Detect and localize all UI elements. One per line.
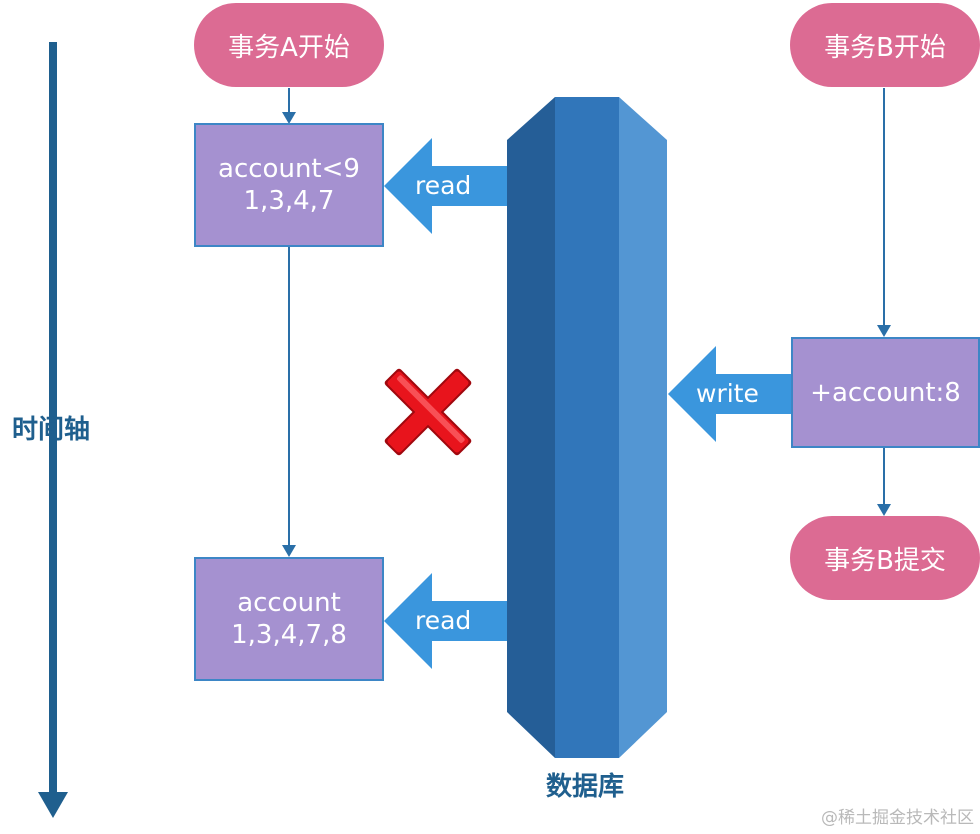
query-box-1-condition: account<9 [218, 154, 360, 184]
timeline-label: 时间轴 [12, 415, 91, 445]
read-arrow-2 [384, 573, 507, 669]
read-label-1: read [415, 171, 472, 200]
database-label: 数据库 [546, 772, 625, 802]
query-box-2-condition: account [237, 588, 341, 618]
query-box-2-result: 1,3,4,7,8 [231, 620, 347, 650]
query-box-1: account<9 1,3,4,7 [194, 123, 384, 247]
connector-a-query1-to-query2 [282, 247, 296, 557]
write-label: write [696, 379, 759, 408]
database-column [507, 97, 667, 758]
connector-b-insert-to-commit [877, 448, 891, 516]
watermark: @稀土掘金技术社区 [821, 808, 974, 828]
transaction-b-start: 事务B开始 [790, 3, 980, 87]
connector-b-start-to-insert [877, 88, 891, 337]
transaction-a-start: 事务A开始 [194, 3, 384, 87]
insert-box: +account:8 [791, 337, 980, 448]
read-label-2: read [415, 606, 472, 635]
write-arrow [668, 346, 791, 442]
cross-icon [384, 368, 472, 456]
query-box-1-result: 1,3,4,7 [243, 186, 335, 216]
query-box-2: account 1,3,4,7,8 [194, 557, 384, 681]
insert-box-label: +account:8 [810, 377, 961, 408]
connector-a-start-to-query1 [282, 88, 296, 124]
transaction-b-commit: 事务B提交 [790, 516, 980, 600]
read-arrow-1 [384, 138, 507, 234]
timeline-arrow [38, 42, 68, 818]
